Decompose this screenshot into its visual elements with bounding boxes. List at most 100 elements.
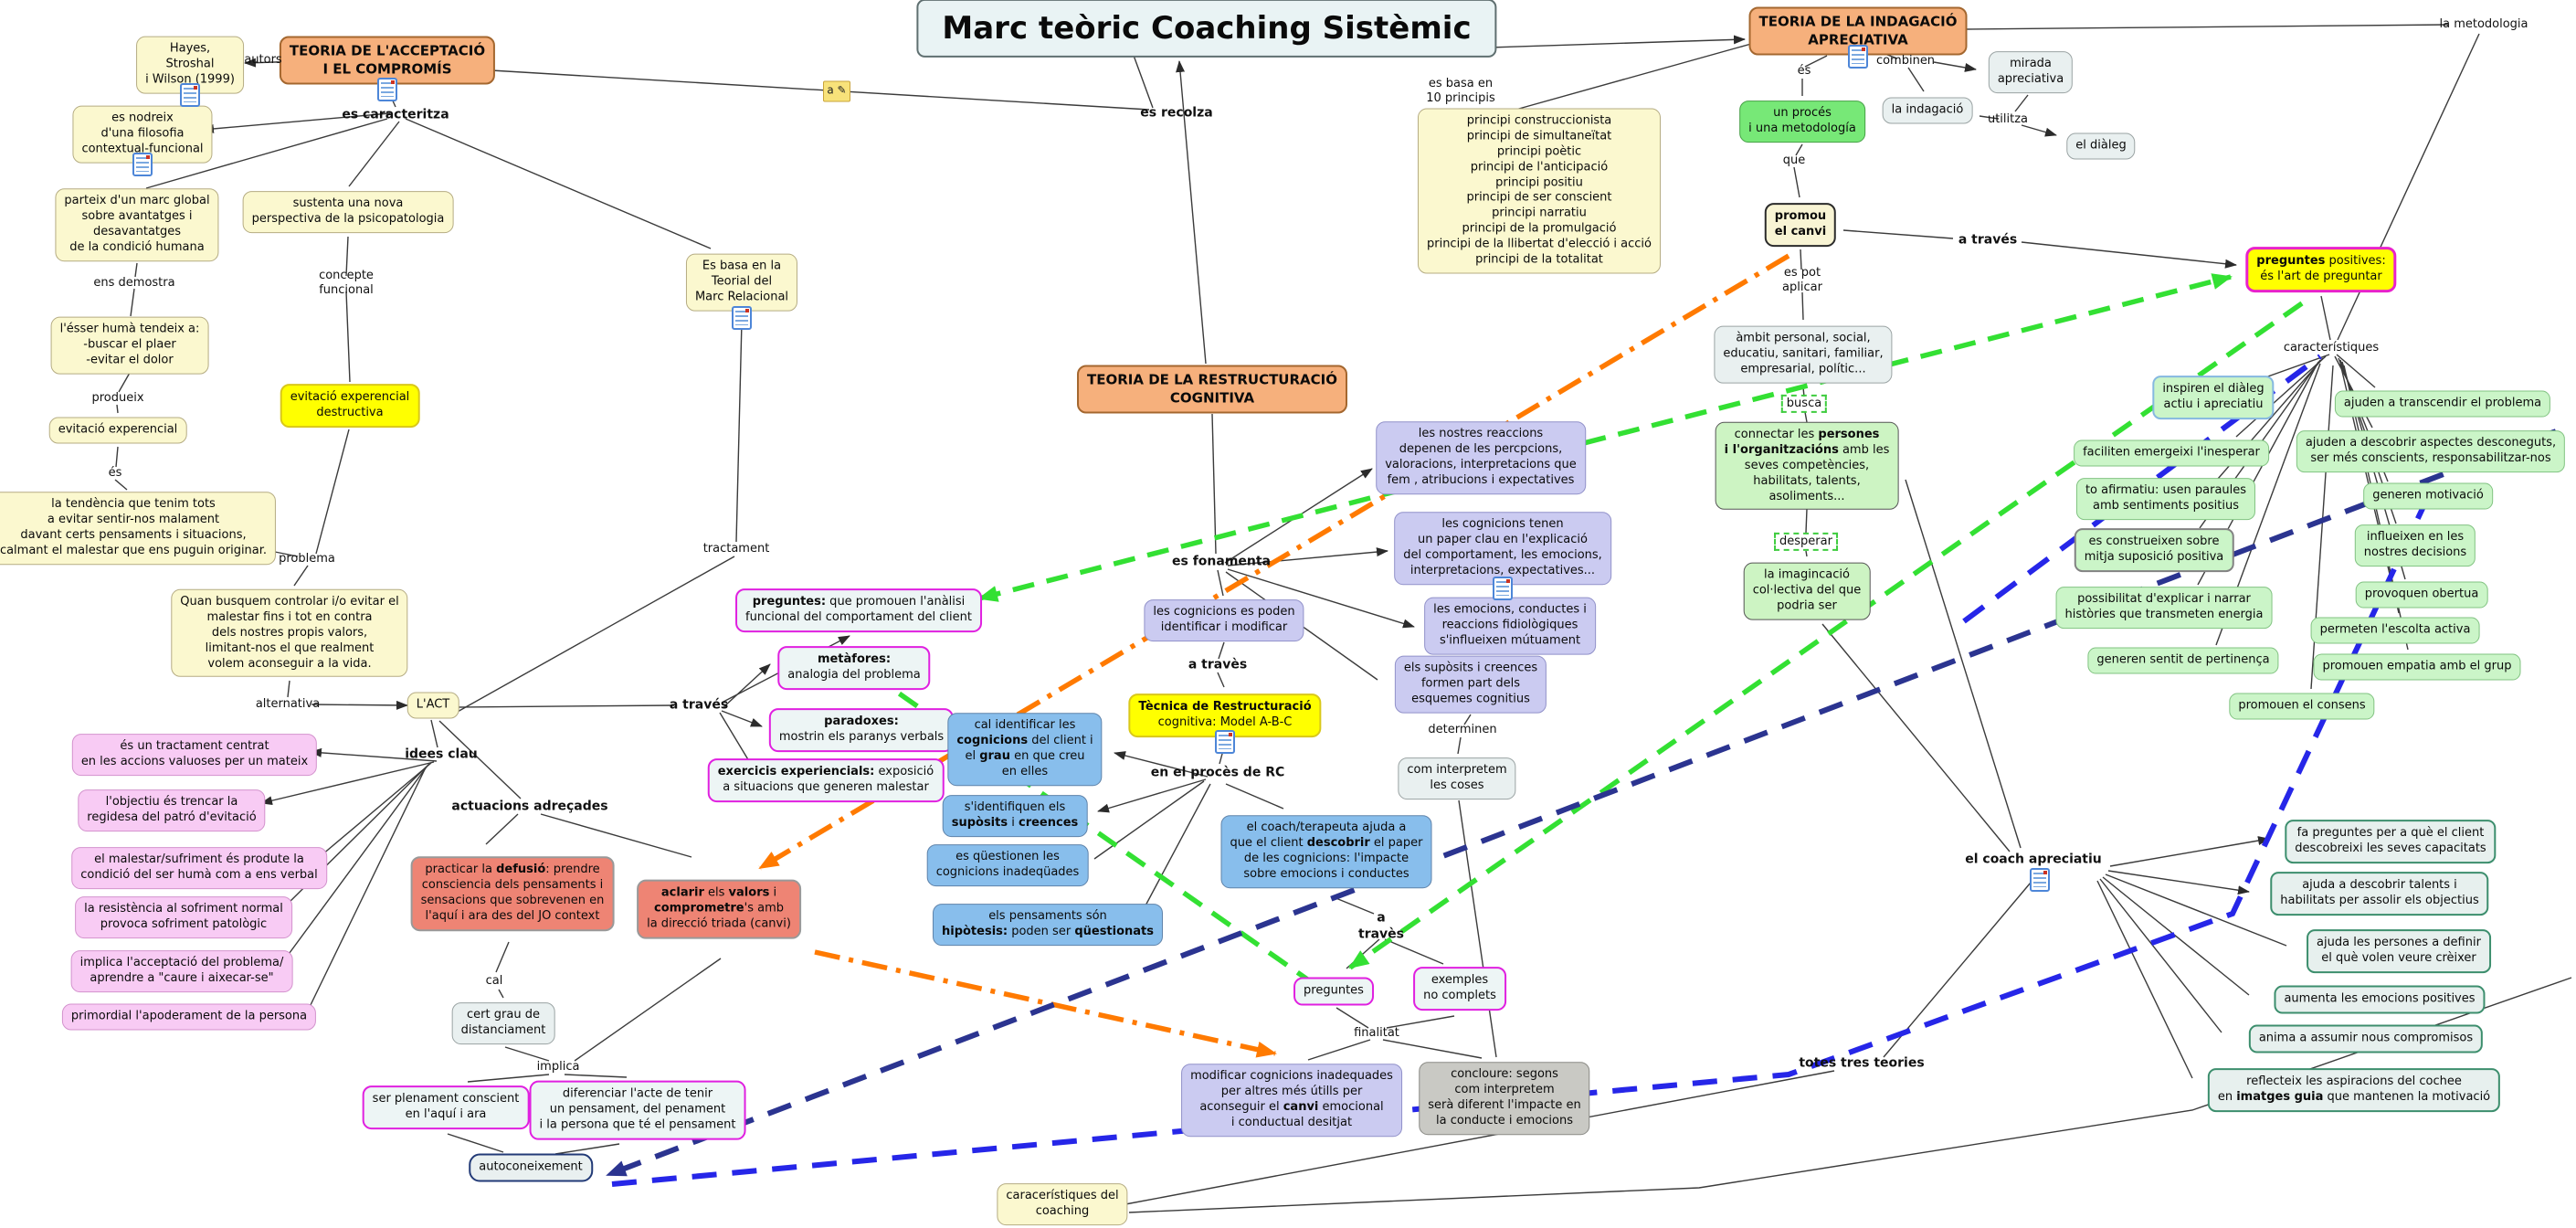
edge-label-es-2[interactable]: és [1797,63,1811,78]
node-implica-acceptacio[interactable]: implica l'acceptació del problema/aprend… [70,950,293,992]
node-el-dialeg[interactable]: el diàleg [2066,132,2136,160]
edge-label-combinen[interactable]: combinen [1875,53,1936,68]
edge-label-coach-apreciatiu[interactable]: el coach apreciatiu [1965,852,2102,867]
node-descobrir-aspectes[interactable]: ajuden a descobrir aspectes desconeguts,… [2296,430,2566,472]
edge-label-es-1[interactable]: és [108,465,122,480]
edge-label-caracteristiques[interactable]: característiques [2283,340,2380,355]
resource-note-icon[interactable] [2030,868,2050,892]
edge-label-implica[interactable]: implica [536,1059,580,1074]
edge-label-busca[interactable]: busca [1780,394,1828,414]
edge-label-a-traves-ia[interactable]: a través [1958,232,2018,248]
edge-label-cal[interactable]: cal [485,973,503,988]
annotation-note-icon[interactable]: a ✎ [823,80,850,102]
edge-label-autors[interactable]: autors [244,52,282,67]
node-metafores[interactable]: metàfores:analogia del problema [777,646,931,690]
resource-note-icon[interactable] [377,78,397,101]
edge-label-totes-tres[interactable]: totes tres teories [1799,1055,1925,1071]
edge-label-es-caracteritza[interactable]: es caracteritza [342,107,449,122]
edge-label-actuacions[interactable]: actuacions adreçades [451,799,608,814]
edge-label-utilitza[interactable]: utilitza [1987,111,2029,126]
node-consens[interactable]: promouen el consens [2229,693,2375,720]
node-titol[interactable]: Marc teòric Coaching Sistèmic [916,0,1497,58]
edge-label-problema[interactable]: problema [279,551,335,566]
edge-label-es-recolza[interactable]: es recolza [1140,105,1213,121]
edge-label-a-traves-rc[interactable]: a travès [1188,657,1248,672]
edge-label-proces-rc[interactable]: en el procès de RC [1150,765,1285,780]
node-primordial[interactable]: primordial l'apoderament de la persona [61,1003,317,1031]
edge-label-que[interactable]: que [1782,153,1806,167]
node-obertua[interactable]: provoquen obertua [2355,581,2488,609]
edge-label-es-fonamenta[interactable]: es fonamenta [1171,554,1272,569]
edge-label-alternativa[interactable]: alternativa [255,696,321,711]
resource-note-icon[interactable] [1848,45,1868,69]
node-escolta[interactable]: permeten l'escolta activa [2310,617,2480,644]
edge-label-tractament[interactable]: tractament [702,541,770,556]
node-ambit[interactable]: àmbit personal, social,educatiu, sanitar… [1714,325,1893,384]
resource-note-icon[interactable] [132,153,153,176]
node-lact[interactable]: L'ACT [406,692,459,719]
node-esser-huma[interactable]: l'ésser humà tendeix a:-buscar el plaer-… [50,316,209,375]
resource-note-icon[interactable] [732,306,752,330]
edge-label-finalitat[interactable]: finalitat [1354,1025,1399,1040]
node-faciliten[interactable]: faciliten emergeixi l'inesperar [2074,439,2269,467]
node-motivacio[interactable]: generen motivació [2363,482,2493,510]
edge-label-produeix[interactable]: produeix [91,390,144,405]
edge-label-determinen[interactable]: determinen [1428,722,1497,736]
node-preguntes-rc[interactable]: preguntes [1293,977,1374,1006]
node-preguntes-positives[interactable]: preguntes positives:és l'art de pregunta… [2245,247,2397,292]
edge-label-desperar[interactable]: desperar [1774,532,1838,552]
resource-note-icon[interactable] [180,83,200,107]
node-paradoxes[interactable]: paradoxes:mostrin els paranys verbals [768,708,955,752]
edge-label-ens-demostra[interactable]: ens demostra [93,275,175,290]
resource-note-icon[interactable] [1215,730,1235,754]
